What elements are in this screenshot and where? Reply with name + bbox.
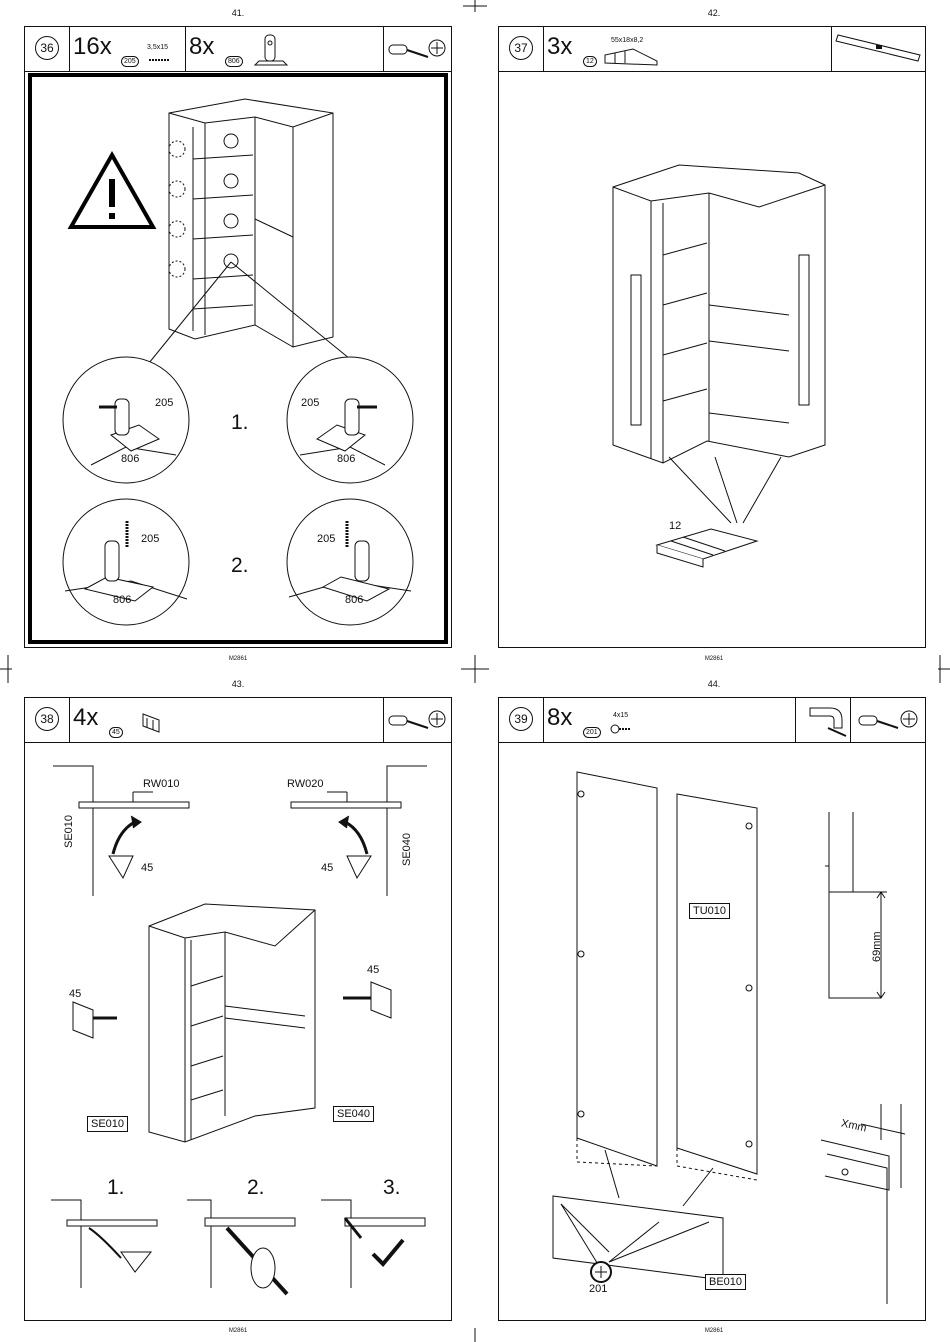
stage-2-label: 2. [247,1176,265,1200]
se040-tag: SE040 [333,1106,374,1122]
plinth-tag: BE010 [705,1274,746,1290]
bracket-label-3: 806 [113,594,131,606]
stage-2-drawing [187,1198,297,1298]
plinth-panel-drawing [549,1192,729,1282]
detail-circle-2a [61,497,191,627]
screw-label: 201 [589,1283,607,1295]
hinge-height-detail [821,812,901,1012]
detail-circle-1a [61,355,191,485]
step-number: 38 [35,707,59,731]
step-36-panel: 36 16x 205 3,5x15 8x 806 [24,26,452,648]
se-right-label: SE040 [401,833,413,866]
dim-69mm: 69mm [871,931,883,962]
screw-label-3: 205 [141,533,159,545]
shim-stack-drawing [653,515,763,565]
bracket-label-4: 806 [345,594,363,606]
phillips-tip-icon [428,710,446,728]
screwdriver-icon [388,712,432,734]
screw-head-icon [589,1260,613,1284]
step-37-panel: 37 3x 12 55x18x8,2 [498,26,926,648]
gap-detail [821,1104,921,1304]
shelf-connector-icon [139,710,163,734]
se-left-label: SE010 [63,815,75,848]
se010-tag: SE010 [87,1116,128,1132]
bracket-label: 806 [121,453,139,465]
connector-detail-left [69,998,129,1042]
connector-label-1: 45 [141,862,153,874]
tools-box [383,698,451,742]
rw-left-label: RW010 [143,778,179,790]
step-38-panel: 38 4x 45 RW010 SE010 [24,697,452,1321]
connector-label-2: 45 [321,862,333,874]
part-code-badge: 45 [109,721,123,739]
step-39-panel: 39 8x 201 4x15 [498,697,926,1321]
connector-detail-right [335,978,395,1022]
screw-label: 205 [155,397,173,409]
part-qty: 4x [73,704,98,732]
step-38-header: 38 4x 45 [25,698,451,743]
stage-1-drawing [51,1198,161,1288]
corner-cabinet-drawing [145,886,345,1146]
checkmark-icon [371,1238,405,1268]
detail-circle-1b [285,355,415,485]
stage-2-label: 2. [231,554,249,578]
connector-label-4: 45 [367,964,379,976]
detail-circle-2b [285,497,415,627]
stage-3-label: 3. [383,1176,401,1200]
screw-label-2: 205 [301,397,319,409]
rw-right-label: RW020 [287,778,323,790]
bracket-label-2: 806 [337,453,355,465]
stage-1-label: 1. [107,1176,125,1200]
screw-label-4: 205 [317,533,335,545]
stage-1-label: 1. [231,411,249,435]
